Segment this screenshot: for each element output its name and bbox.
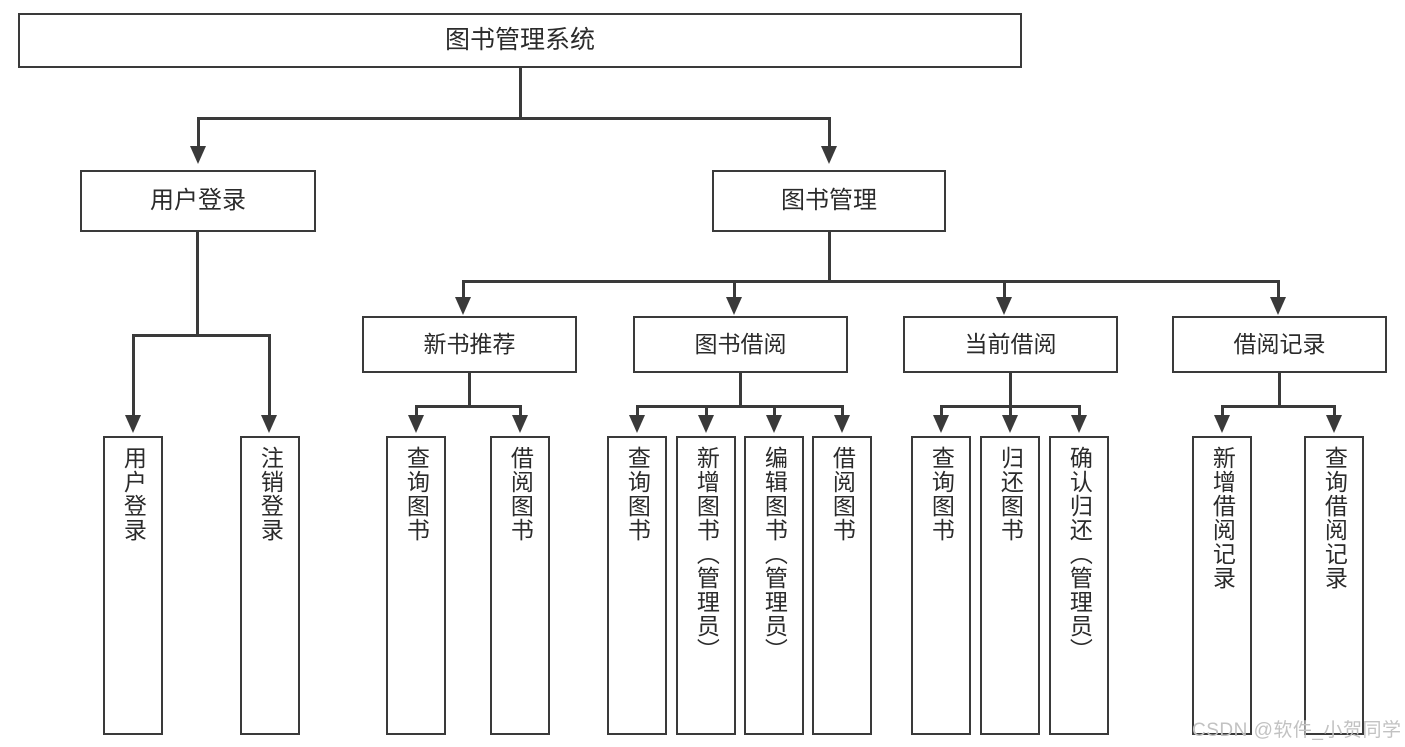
edge-root-drop-right [828, 117, 831, 147]
arrow-nbr-leaf-2 [512, 415, 528, 433]
arrow-to-book-borrow [726, 297, 742, 315]
edge-br-stem [1278, 373, 1281, 407]
node-book-borrow[interactable]: 图书借阅 [633, 316, 848, 373]
node-label: 图书管理系统 [444, 26, 595, 54]
csdn-watermark: CSDN @软件_小贺同学 [1192, 720, 1402, 741]
edge-bm-drop-4 [1277, 280, 1280, 308]
edge-bm-drop-1 [462, 280, 465, 308]
edge-cb-drop-2 [1009, 405, 1012, 416]
edge-book-management-bar [462, 280, 1280, 283]
edge-nbr-drop-1 [415, 405, 418, 416]
node-label: 当前借阅 [964, 331, 1057, 358]
arrow-bb-leaf-3 [766, 415, 782, 433]
edge-cb-drop-3 [1078, 405, 1081, 416]
edge-cb-stem [1009, 373, 1012, 407]
node-label: 用户登录 [120, 446, 147, 542]
node-label: 编辑图书（管理员） [761, 446, 788, 662]
edge-user-login-stem [196, 232, 199, 336]
edge-cb-drop-1 [940, 405, 943, 416]
node-label: 图书借阅 [694, 331, 787, 358]
edge-root-bar [197, 117, 831, 120]
leaf-user-login[interactable]: 用户登录 [103, 436, 163, 735]
node-label: 借阅图书 [507, 446, 534, 542]
arrow-bb-leaf-1 [629, 415, 645, 433]
leaf-add-book-admin[interactable]: 新增图书（管理员） [676, 436, 736, 735]
arrow-bb-leaf-4 [834, 415, 850, 433]
edge-bb-stem [739, 373, 742, 407]
node-label: 新增图书（管理员） [693, 446, 720, 662]
arrow-nbr-leaf-1 [408, 415, 424, 433]
node-new-book-recommend[interactable]: 新书推荐 [362, 316, 577, 373]
node-label: 查询借阅记录 [1321, 446, 1348, 590]
edge-root-drop-left [197, 117, 200, 147]
arrow-br-leaf-1 [1214, 415, 1230, 433]
node-label: 查询图书 [403, 446, 430, 542]
edge-nbr-stem [468, 373, 471, 407]
edge-nbr-bar [415, 405, 522, 408]
arrow-root-to-book-management [821, 146, 837, 164]
edge-bm-drop-2 [733, 280, 736, 308]
arrow-to-leaf-user-login [125, 415, 141, 433]
node-label: 新书推荐 [423, 331, 516, 358]
node-label: 借阅记录 [1233, 331, 1326, 358]
node-root-book-management-system[interactable]: 图书管理系统 [18, 13, 1022, 68]
node-label: 新增借阅记录 [1209, 446, 1236, 590]
leaf-query-book-borrow[interactable]: 查询图书 [607, 436, 667, 735]
edge-user-login-bar [132, 334, 271, 337]
edge-nbr-drop-2 [519, 405, 522, 416]
node-current-borrow[interactable]: 当前借阅 [903, 316, 1118, 373]
edge-br-bar [1221, 405, 1336, 408]
arrow-cb-leaf-1 [933, 415, 949, 433]
arrow-br-leaf-2 [1326, 415, 1342, 433]
edge-br-drop-1 [1221, 405, 1224, 416]
arrow-to-leaf-logout [261, 415, 277, 433]
node-label: 图书管理 [781, 187, 877, 215]
arrow-to-new-book-recommend [455, 297, 471, 315]
arrow-to-current-borrow [996, 297, 1012, 315]
edge-bm-drop-3 [1003, 280, 1006, 308]
leaf-edit-book-admin[interactable]: 编辑图书（管理员） [744, 436, 804, 735]
leaf-logout[interactable]: 注销登录 [240, 436, 300, 735]
arrow-root-to-user-login [190, 146, 206, 164]
edge-book-management-stem [828, 232, 831, 282]
node-label: 注销登录 [257, 446, 284, 542]
node-label: 用户登录 [150, 187, 246, 215]
edge-root-stem [519, 68, 522, 120]
leaf-query-book-current[interactable]: 查询图书 [911, 436, 971, 735]
arrow-cb-leaf-3 [1071, 415, 1087, 433]
node-label: 归还图书 [997, 446, 1024, 542]
edge-bb-drop-1 [636, 405, 639, 416]
edge-bb-drop-4 [841, 405, 844, 416]
node-user-login[interactable]: 用户登录 [80, 170, 316, 232]
node-borrow-record[interactable]: 借阅记录 [1172, 316, 1387, 373]
edge-br-drop-2 [1333, 405, 1336, 416]
leaf-query-borrow-record[interactable]: 查询借阅记录 [1304, 436, 1364, 735]
node-label: 查询图书 [928, 446, 955, 542]
leaf-add-borrow-record[interactable]: 新增借阅记录 [1192, 436, 1252, 735]
leaf-borrow-book-recommend[interactable]: 借阅图书 [490, 436, 550, 735]
leaf-query-book-recommend[interactable]: 查询图书 [386, 436, 446, 735]
edge-bb-bar [636, 405, 844, 408]
leaf-confirm-return-admin[interactable]: 确认归还（管理员） [1049, 436, 1109, 735]
node-label: 查询图书 [624, 446, 651, 542]
arrow-cb-leaf-2 [1002, 415, 1018, 433]
edge-user-login-drop-2 [268, 334, 271, 416]
node-label: 借阅图书 [829, 446, 856, 542]
node-book-management[interactable]: 图书管理 [712, 170, 946, 232]
node-label: 确认归还（管理员） [1066, 446, 1093, 662]
arrow-bb-leaf-2 [698, 415, 714, 433]
leaf-return-book[interactable]: 归还图书 [980, 436, 1040, 735]
leaf-borrow-book[interactable]: 借阅图书 [812, 436, 872, 735]
edge-user-login-drop-1 [132, 334, 135, 416]
arrow-to-borrow-record [1270, 297, 1286, 315]
edge-bb-drop-3 [773, 405, 776, 416]
edge-bb-drop-2 [705, 405, 708, 416]
